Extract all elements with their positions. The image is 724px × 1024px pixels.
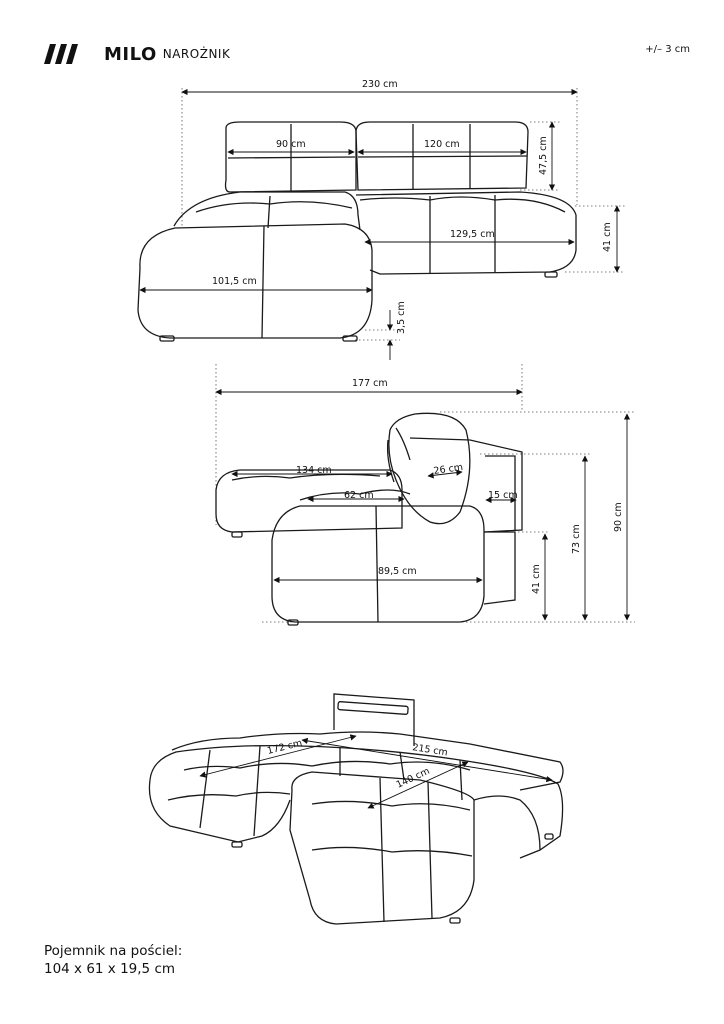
front-dimension-labels: 230 cm 90 cm 120 cm 47,5 cm 129,5 cm 41 … [212, 79, 613, 334]
dim-total-height: 90 cm [613, 502, 624, 532]
front-dimensions [139, 88, 621, 360]
dim-total-width: 230 cm [362, 79, 398, 90]
dim-seat-depth: 129,5 cm [450, 229, 495, 240]
dim-total-depth: 177 cm [352, 378, 388, 389]
dim-seat-height-side: 41 cm [531, 564, 542, 594]
model-name: NAROŻNIK [162, 47, 231, 61]
header: MILO NAROŻNIK [44, 40, 230, 68]
dim-backrest-right: 120 cm [424, 139, 460, 150]
storage-size: 104 x 61 x 19,5 cm [44, 961, 176, 977]
dim-headrest: 26 cm [433, 462, 464, 477]
dim-seat-depth-side: 89,5 cm [378, 566, 417, 577]
dim-back-height: 73 cm [571, 524, 582, 554]
bed-dimensions [199, 734, 553, 809]
storage-info: Pojemnik na pościel: 104 x 61 x 19,5 cm [44, 942, 182, 978]
side-dimensions [215, 388, 631, 621]
side-view [215, 364, 635, 626]
dim-chaise-length: 134 cm [296, 465, 332, 476]
dim-backrest-left: 90 cm [276, 139, 306, 150]
bed-view [148, 693, 564, 925]
dim-leg-height: 3,5 cm [396, 301, 407, 334]
triple-slash-logo-icon [44, 44, 78, 64]
dim-chaise-width: 101,5 cm [212, 276, 257, 287]
dim-back-gap: 15 cm [488, 490, 518, 501]
storage-label: Pojemnik na pościel: [44, 943, 183, 959]
brand-name: MILO [104, 43, 157, 65]
dim-seat-cushion: 62 cm [344, 490, 374, 501]
dim-seat-height: 41 cm [602, 222, 613, 252]
side-dimension-labels: 177 cm 134 cm 62 cm 26 cm 15 cm 89,5 cm … [296, 378, 624, 594]
tolerance-note: +/– 3 cm [645, 44, 690, 55]
dim-backrest-height: 47,5 cm [538, 136, 549, 175]
front-view [137, 88, 625, 342]
